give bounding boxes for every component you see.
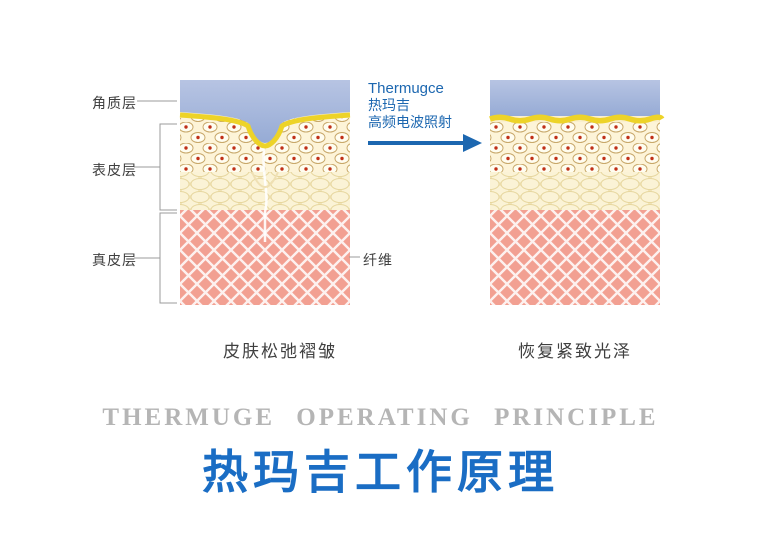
label-fiber: 纤维 <box>363 252 393 268</box>
wrinkled-skin-diagram <box>179 80 351 305</box>
granular-layer <box>489 114 665 124</box>
treatment-arrow <box>368 134 482 152</box>
subtitle-english: THERMUGE OPERATING PRINCIPLE <box>102 404 659 431</box>
granular-layer <box>179 112 351 149</box>
label-epidermis: 表皮层 <box>92 162 137 178</box>
cell-layer <box>490 122 660 172</box>
tightened-skin-diagram <box>489 80 665 305</box>
wrinkle-fold <box>251 171 279 188</box>
basal-layer <box>490 172 660 210</box>
arrow-caption-method: 高频电波照射 <box>368 114 452 130</box>
stratum-corneum-layer <box>180 80 350 143</box>
label-stratum-corneum: 角质层 <box>92 95 137 111</box>
arrow-caption-brand: Thermugce <box>368 80 444 97</box>
dermis-fiber-layer <box>490 210 660 305</box>
stratum-corneum-layer <box>490 80 660 116</box>
before-caption: 皮肤松弛褶皱 <box>223 342 337 361</box>
label-connector-lines <box>134 100 360 304</box>
arrowhead-icon <box>463 134 482 152</box>
page-title: 热玛吉工作原理 <box>202 446 559 498</box>
arrow-caption: Thermugce 热玛吉 高频电波照射 <box>368 80 452 131</box>
arrow-caption-name: 热玛吉 <box>368 97 410 113</box>
after-caption: 恢复紧致光泽 <box>518 342 632 361</box>
label-dermis: 真皮层 <box>92 252 137 268</box>
wrinkle-crease <box>262 139 268 242</box>
